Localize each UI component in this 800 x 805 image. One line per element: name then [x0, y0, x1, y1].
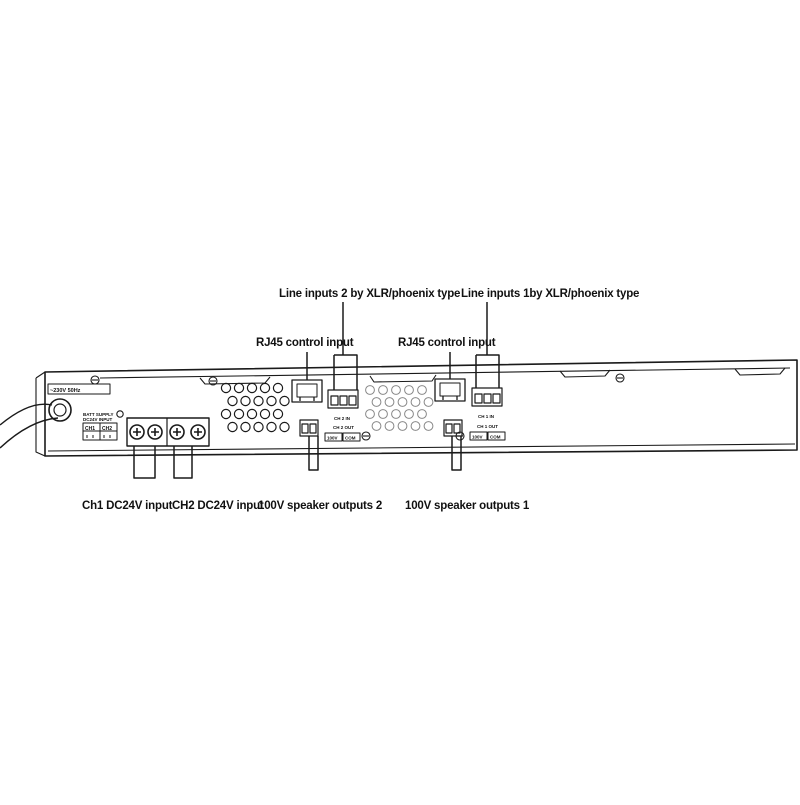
vent-hole — [279, 395, 290, 407]
label-speaker-outputs-2: 100V speaker outputs 2 — [258, 500, 383, 512]
vent-hole — [404, 409, 414, 419]
vent-hole — [410, 421, 421, 431]
vent-hole — [397, 421, 408, 431]
vent-hole — [384, 397, 395, 407]
vent-hole — [417, 409, 427, 419]
vent-grille-center — [365, 385, 434, 431]
speaker-output-1-connector — [443, 419, 463, 437]
panel-text: ~230V 50Hz BATT SUPPLY DC24V INPUT CH1 C… — [50, 388, 501, 441]
leader-ch1-dc — [133, 446, 156, 479]
vent-hole — [233, 382, 245, 394]
vent-grille-left — [220, 382, 290, 433]
vent-hole — [404, 385, 414, 395]
mains-label-box — [47, 383, 111, 395]
batt-ch2-text: CH2 — [102, 426, 112, 432]
chassis-inner-top — [99, 367, 791, 379]
vent-hole — [259, 382, 271, 394]
label-ch1-dc24v: Ch1 DC24V input — [82, 500, 173, 512]
vent-hole — [227, 395, 238, 407]
vent-hole — [233, 408, 245, 420]
vent-hole — [423, 421, 434, 431]
leader-line-in-2-box — [333, 354, 358, 390]
label-ch2-dc24v: CH2 DC24V input — [172, 500, 264, 512]
vent-hole — [272, 408, 284, 420]
ch2-100v-text: 100V — [327, 436, 338, 441]
top-notches — [199, 367, 786, 385]
vent-hole — [240, 421, 251, 433]
ch1-label-boxes — [469, 431, 506, 441]
rj45-port-2 — [291, 379, 323, 403]
label-line-inputs-2: Line inputs 2 by XLR/phoenix type — [279, 288, 461, 300]
vent-hole — [391, 409, 401, 419]
line-input-1-connector — [471, 387, 503, 407]
mains-rating-text: ~230V 50Hz — [50, 388, 81, 394]
ch2-out-text: CH 2 OUT — [333, 425, 354, 430]
vent-hole — [227, 421, 238, 433]
vent-hole — [246, 408, 258, 420]
batt-supply-terminal — [82, 422, 118, 441]
ch2-in-text: CH 2 IN — [334, 416, 350, 421]
batt-ch1-text: CH1 — [85, 426, 95, 432]
label-rj45-1: RJ45 control input — [398, 337, 496, 349]
leader-lines — [133, 302, 500, 479]
vent-hole — [220, 408, 232, 420]
vent-hole — [423, 397, 434, 407]
vent-hole — [253, 395, 264, 407]
vent-hole — [417, 385, 427, 395]
vent-hole — [246, 382, 258, 394]
vent-hole — [272, 382, 284, 394]
leader-spk-1 — [451, 436, 462, 471]
power-cable — [0, 398, 72, 449]
label-line-inputs-1: Line inputs 1by XLR/phoenix type — [461, 288, 640, 300]
ch1-out-text: CH 1 OUT — [477, 424, 498, 429]
ch2-com-text: COM — [345, 436, 356, 441]
vent-hole — [279, 421, 290, 433]
vent-hole — [397, 397, 408, 407]
ch2-label-boxes — [324, 432, 361, 442]
leader-line-in-1-box — [475, 354, 500, 388]
vent-hole — [391, 385, 401, 395]
ch1-100v-text: 100V — [472, 435, 483, 440]
vent-hole — [266, 395, 277, 407]
line-input-2-connector — [327, 389, 359, 409]
vent-hole — [378, 409, 388, 419]
vent-hole — [220, 382, 232, 394]
chassis-inner-bottom — [47, 443, 796, 452]
vent-hole — [384, 421, 395, 431]
vent-hole — [253, 421, 264, 433]
leader-ch2-dc — [173, 446, 193, 479]
rj45-port-1 — [434, 378, 466, 402]
leader-spk-2 — [308, 436, 319, 471]
vent-hole — [371, 397, 382, 407]
batt-supply-text: BATT SUPPLY — [83, 412, 114, 417]
vent-hole — [365, 385, 375, 395]
vent-hole — [365, 409, 375, 419]
vent-hole — [259, 408, 271, 420]
label-speaker-outputs-1: 100V speaker outputs 1 — [405, 500, 530, 512]
vent-hole — [410, 397, 421, 407]
dc24v-terminal-block — [126, 417, 210, 447]
label-rj45-2: RJ45 control input — [256, 337, 354, 349]
batt-dc-input-text: DC24V INPUT — [83, 417, 113, 422]
vent-hole — [240, 395, 251, 407]
ch1-com-text: COM — [490, 435, 501, 440]
chassis-outline — [44, 359, 798, 457]
ch1-in-text: CH 1 IN — [478, 414, 494, 419]
vent-hole — [266, 421, 277, 433]
vent-hole — [378, 385, 388, 395]
vent-hole — [371, 421, 382, 431]
chassis-left-bevel — [35, 371, 46, 457]
speaker-output-2-connector — [299, 419, 319, 437]
